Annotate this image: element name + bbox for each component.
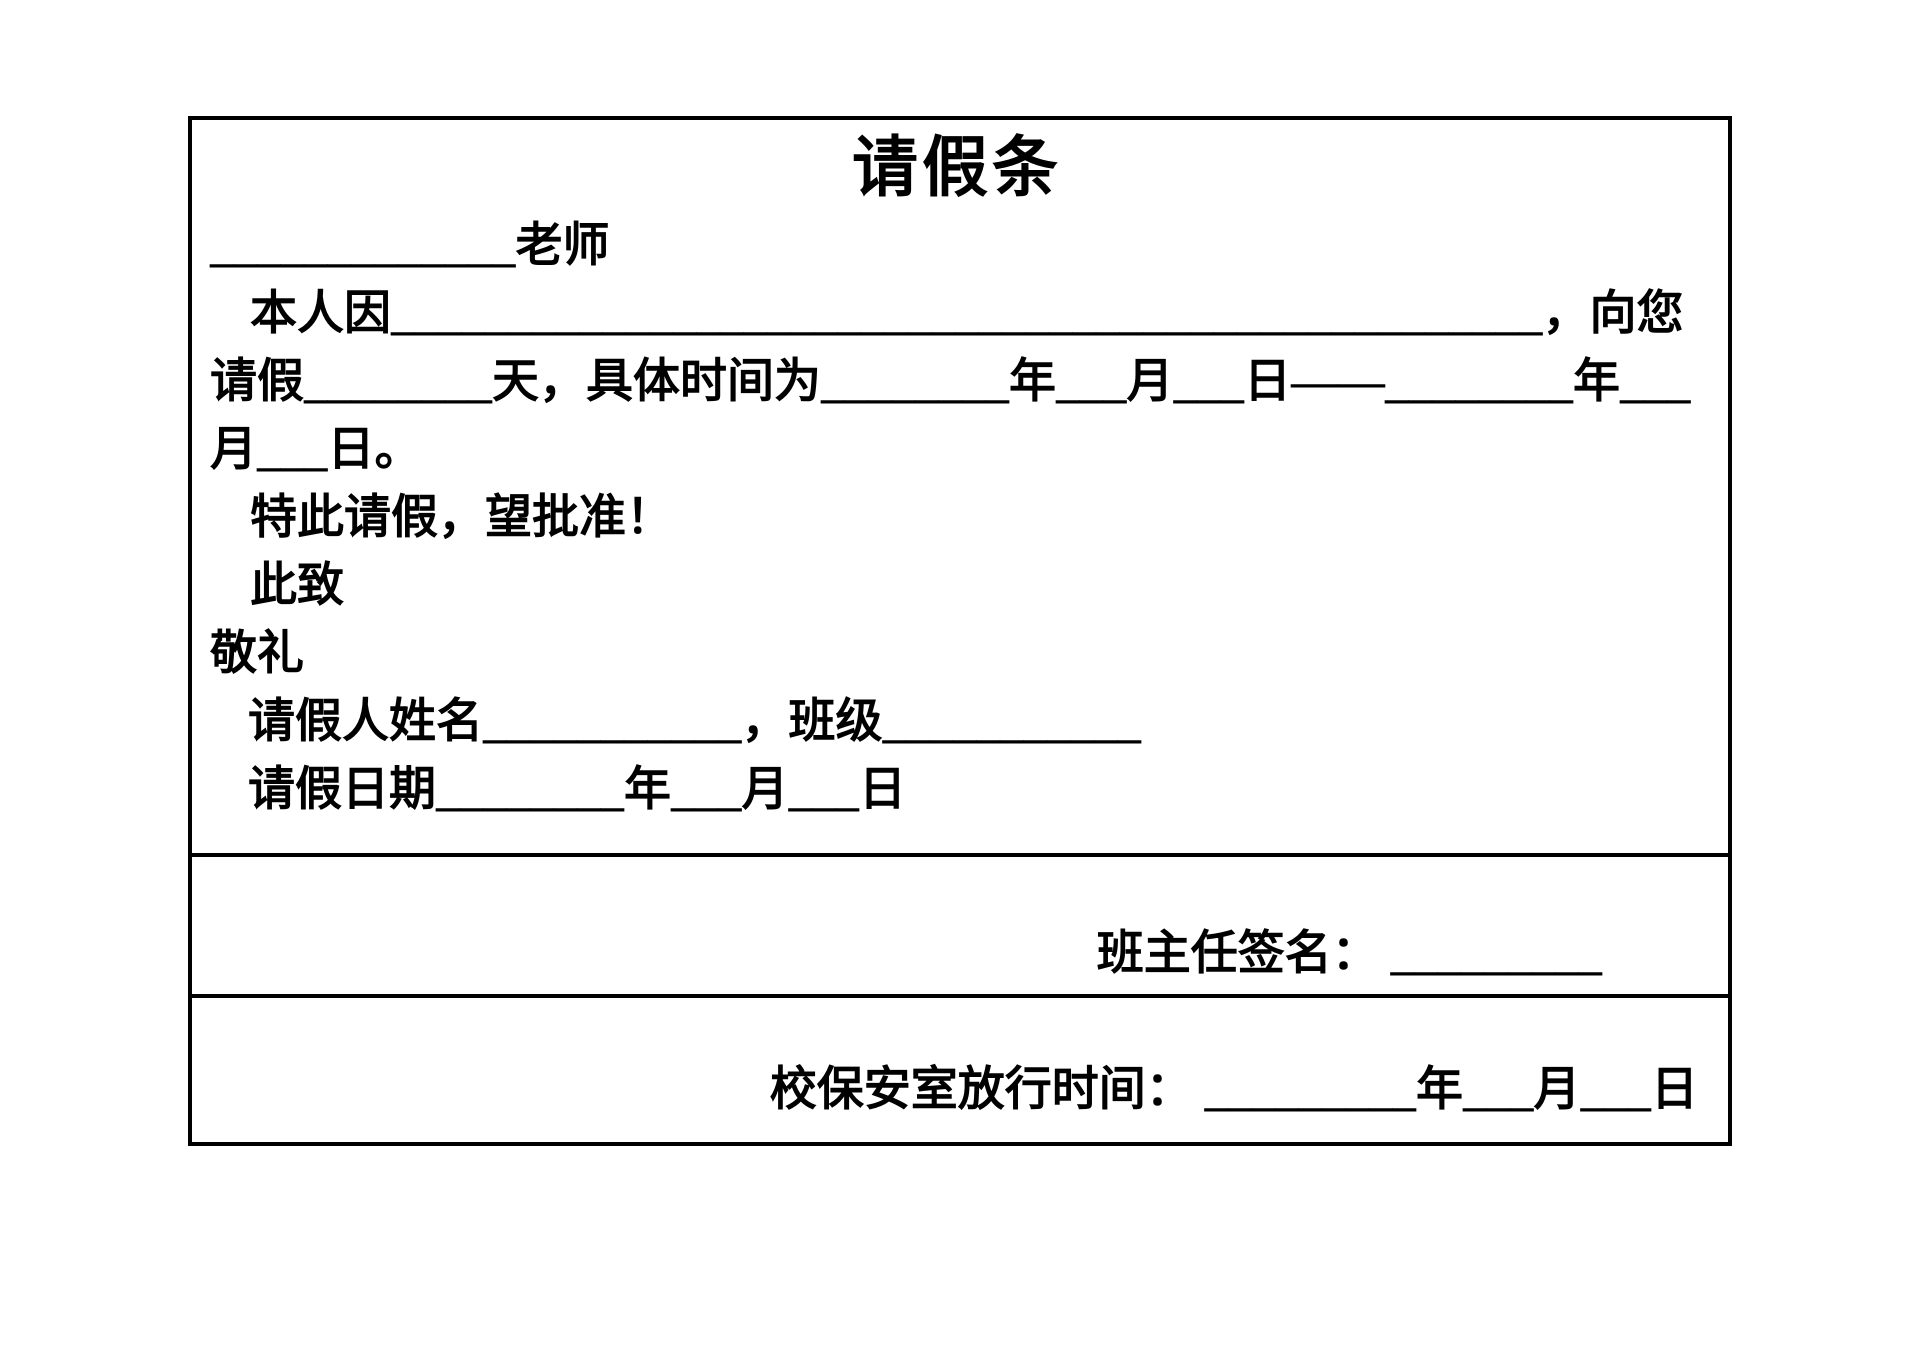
security-release-time-line: 校保安室放行时间： _________年___月___日	[769, 1064, 1698, 1116]
date-continuation-line: 月___日。	[210, 424, 422, 476]
duration-time-line: 请假________天，具体时间为________年___月___日——____…	[210, 356, 1691, 408]
homeroom-teacher-signature-section: 班主任签名： _________	[192, 853, 1728, 994]
security-office-section: 校保安室放行时间： _________年___月___日	[192, 994, 1728, 1142]
teacher-line: _____________老师	[210, 220, 610, 272]
sincerely-line: 此致	[250, 560, 344, 612]
main-section: 请假条 _____________老师 本人因_________________…	[192, 120, 1728, 853]
leave-request-form: 请假条 _____________老师 本人因_________________…	[188, 116, 1732, 1146]
form-title: 请假条	[852, 132, 1062, 205]
form-body: _____________老师 本人因_____________________…	[210, 212, 1704, 824]
request-date-line: 请假日期________年___月___日	[248, 764, 906, 816]
salute-line: 敬礼	[210, 628, 304, 680]
reason-line: 本人因_____________________________________…	[250, 288, 1684, 340]
homeroom-teacher-signature-line: 班主任签名： _________	[1096, 928, 1602, 980]
request-approval-line: 特此请假，望批准！	[250, 492, 673, 544]
name-class-line: 请假人姓名___________，班级___________	[248, 696, 1141, 748]
